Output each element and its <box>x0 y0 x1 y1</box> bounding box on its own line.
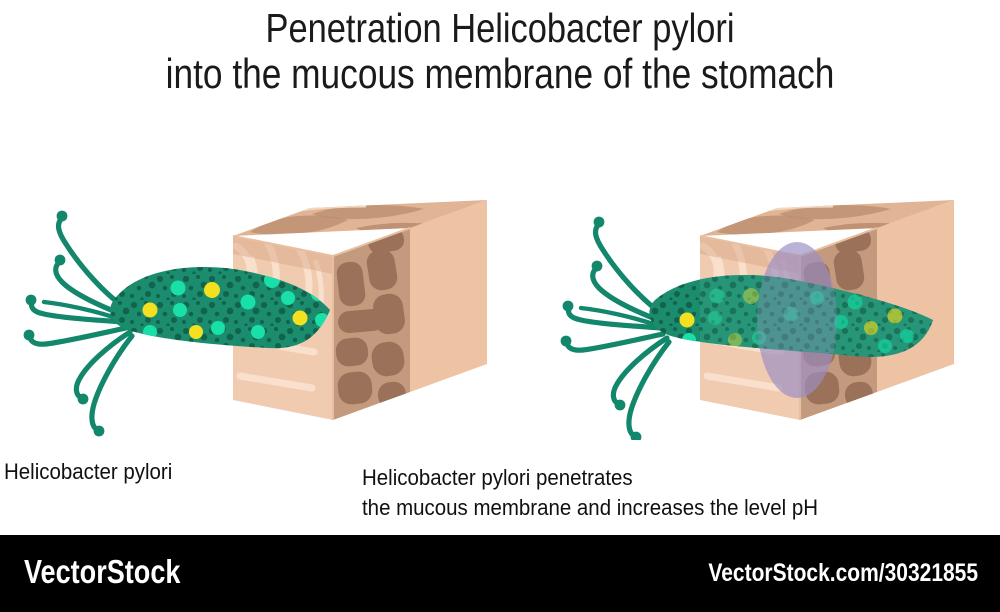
caption-right-line-2: the mucous membrane and increases the le… <box>362 495 819 520</box>
vectorstock-url: VectorStock.com/30321855 <box>708 559 978 587</box>
title-line-1: Penetration Helicobacter pylori <box>265 5 735 51</box>
dot-cyan <box>847 294 863 310</box>
dot-yellow <box>292 310 308 326</box>
dot-yellow <box>204 282 220 298</box>
dot-yellow <box>189 325 203 339</box>
dot-cyan <box>240 294 256 310</box>
flagella-tips-left <box>23 210 105 437</box>
title-line-2: into the mucous membrane of the stomach <box>165 50 835 97</box>
tissue-right-face <box>877 200 954 392</box>
caption-right: Helicobacter pylori penetrates the mucou… <box>362 463 818 523</box>
dot-cyan <box>251 325 265 339</box>
dot-yellow <box>142 302 158 318</box>
dot-cyan <box>143 325 157 339</box>
dot-cyan <box>211 321 225 335</box>
caption-left-text: Helicobacter pylori <box>4 459 173 484</box>
vectorstock-logo: VectorStock <box>24 553 181 590</box>
dot-cyan <box>170 280 186 296</box>
dot-cyan <box>173 303 187 317</box>
dot-cyan <box>834 315 848 329</box>
page-title: Penetration Helicobacter pylori into the… <box>0 0 1000 98</box>
bacterium-body-right <box>649 242 933 398</box>
penetration-zone-overlay <box>757 242 837 398</box>
caption-left: Helicobacter pylori <box>4 457 172 487</box>
figure-helicobacter-pylori-outside <box>0 170 500 440</box>
flagella-tips-right <box>560 216 642 440</box>
caption-right-line-1: Helicobacter pylori penetrates <box>362 465 633 490</box>
dot-yellow <box>887 308 903 324</box>
dot-yellow <box>864 321 878 335</box>
dot-yellow <box>679 312 695 328</box>
dot-cyan <box>810 291 824 305</box>
tissue-right-face <box>410 200 487 392</box>
bacterium-body-left <box>110 267 330 349</box>
watermark-bar: VectorStock VectorStock.com/30321855 <box>0 535 1000 612</box>
dot-cyan <box>682 333 696 347</box>
flagella-group-right <box>564 221 672 439</box>
dot-cyan <box>281 291 295 305</box>
dot-cyan <box>878 339 892 353</box>
dot-cyan <box>900 329 914 343</box>
figure-helicobacter-pylori-penetrating <box>555 170 1000 440</box>
